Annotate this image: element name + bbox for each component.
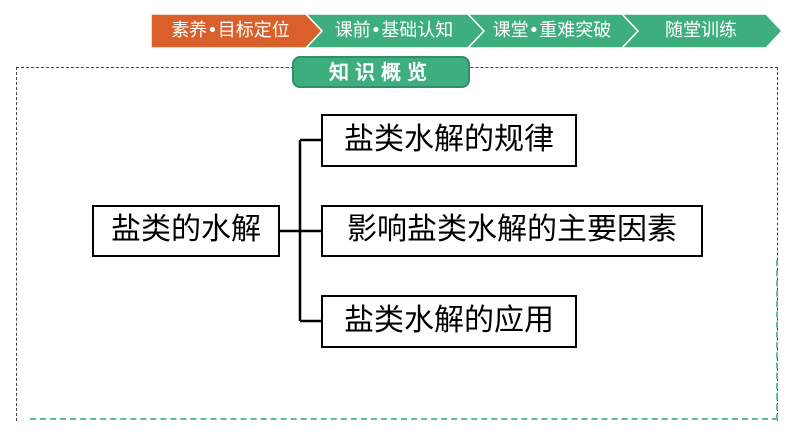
top-navigation: 素养•目标定位 课前•基础认知 课堂•重难突破 随堂训练 xyxy=(0,0,794,60)
nav-chevrons xyxy=(150,13,784,49)
diagram-root-box: 盐类的水解 xyxy=(92,205,280,257)
nav-chevron-4 xyxy=(620,13,784,49)
diagram-child-applications: 盐类水解的应用 xyxy=(321,295,577,348)
nav-tab-preview[interactable]: 课前•基础认知 xyxy=(334,20,454,41)
nav-tab-practice[interactable]: 随堂训练 xyxy=(665,20,737,41)
diagram-child-rules: 盐类水解的规律 xyxy=(321,114,577,167)
nav-tab-classroom[interactable]: 课堂•重难突破 xyxy=(492,20,612,41)
frame-right-accent xyxy=(776,260,778,420)
section-title-tab: 知识概览 xyxy=(292,56,470,88)
nav-tab-objectives[interactable]: 素养•目标定位 xyxy=(171,20,290,41)
frame-bottom-accent xyxy=(30,418,778,420)
diagram-child-factors: 影响盐类水解的主要因素 xyxy=(321,205,703,257)
